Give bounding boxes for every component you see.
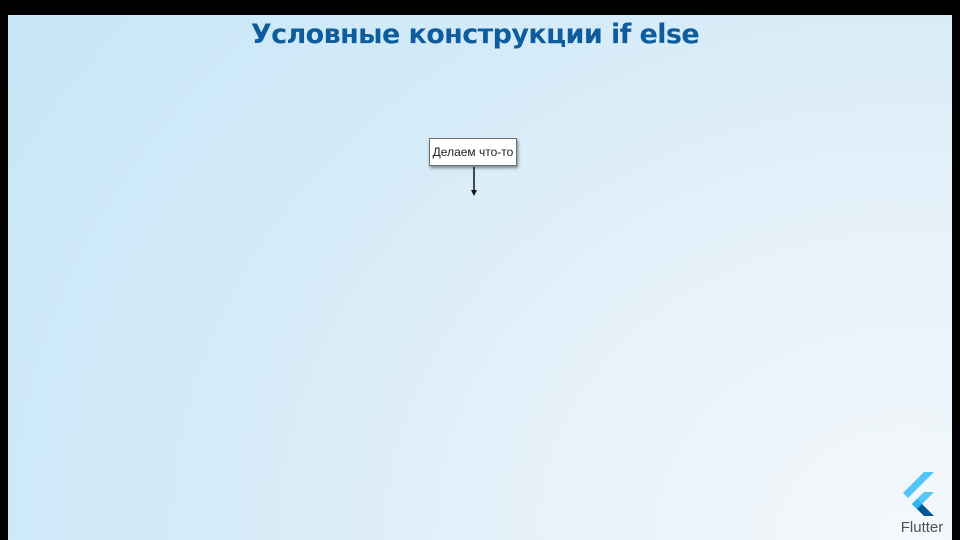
slide: Условные конструкции if else Делаем что-…	[8, 15, 952, 540]
flowchart-arrow-down	[471, 167, 477, 196]
flowchart-node-action: Делаем что-то	[429, 138, 517, 166]
flutter-logo: Flutter	[894, 470, 950, 540]
flutter-logo-text: Flutter	[900, 519, 944, 536]
slide-title: Условные конструкции if else	[250, 19, 700, 50]
flutter-logo-icon	[903, 472, 934, 516]
flowchart-node-label: Делаем что-то	[432, 145, 514, 159]
